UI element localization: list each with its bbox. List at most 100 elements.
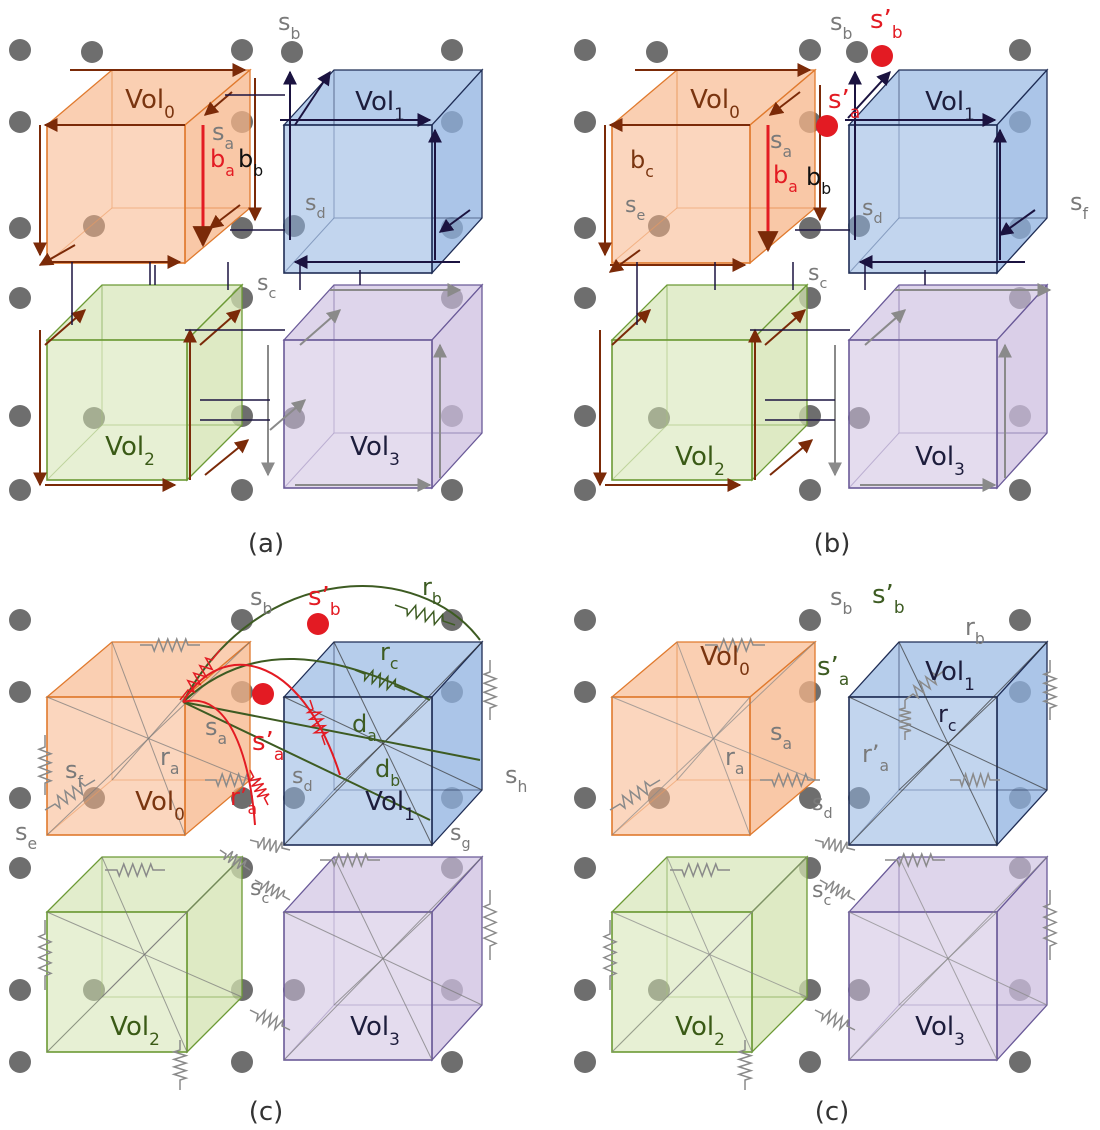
symbol-label-sub: c bbox=[823, 893, 831, 909]
symbol-label-sub: b bbox=[390, 772, 400, 790]
vol1-cube bbox=[847, 640, 1049, 847]
rb-resistor bbox=[394, 603, 456, 627]
symbol-label-base: r’ bbox=[862, 740, 880, 768]
symbol-label-base: r bbox=[160, 743, 170, 771]
volume-label-base: Vol bbox=[105, 432, 144, 462]
grid-node bbox=[281, 41, 303, 63]
volume-label-base: Vol bbox=[925, 87, 964, 117]
grid-node bbox=[574, 609, 596, 631]
symbol-label-sub: b bbox=[253, 162, 263, 180]
symbol-label-sub: a bbox=[839, 669, 849, 689]
resistor-spring bbox=[609, 779, 661, 811]
resistor-spring bbox=[819, 879, 856, 901]
boundary-arrow bbox=[611, 309, 652, 346]
volume-label-sub: 2 bbox=[149, 1029, 160, 1049]
grid-node bbox=[574, 479, 596, 501]
volume-label-base: Vol bbox=[125, 85, 164, 115]
symbol-label-base: s bbox=[250, 876, 261, 901]
resistor-spring bbox=[885, 851, 945, 869]
symbol-label-base: s bbox=[812, 791, 823, 816]
boundary-arrow bbox=[299, 309, 342, 346]
boundary-arrow bbox=[998, 209, 1036, 236]
symbol-label-base: s bbox=[305, 191, 316, 216]
grid-node bbox=[9, 405, 31, 427]
symbol-label-sub: b bbox=[894, 597, 905, 617]
resistor-spring bbox=[814, 836, 856, 854]
symbol-label: rb bbox=[422, 573, 442, 608]
symbol-label: s’b bbox=[872, 580, 905, 617]
grid-node bbox=[846, 41, 868, 63]
volume-label-base: Vol bbox=[915, 442, 954, 472]
grid-node bbox=[799, 1051, 821, 1073]
vol3-cube bbox=[847, 283, 1049, 490]
volume-label-base: Vol bbox=[350, 1012, 389, 1042]
grid-node bbox=[231, 479, 253, 501]
volume-label-base: Vol bbox=[355, 87, 394, 117]
grid-node bbox=[574, 681, 596, 703]
symbol-label-base: s bbox=[450, 821, 461, 846]
symbol-label-base: s bbox=[808, 261, 819, 286]
symbol-label: sc bbox=[257, 271, 276, 302]
symbol-label: rb bbox=[965, 613, 985, 648]
grid-node bbox=[799, 479, 821, 501]
symbol-label-base: s bbox=[770, 718, 783, 746]
vol2-cube bbox=[45, 283, 244, 482]
symbol-label-sub: b bbox=[330, 599, 341, 619]
grid-node bbox=[9, 857, 31, 879]
grid-node bbox=[9, 479, 31, 501]
symbol-label: sf bbox=[65, 756, 84, 791]
vol2-cube bbox=[610, 283, 809, 482]
symbol-label-sub: c bbox=[645, 163, 654, 181]
volume-label-sub: 0 bbox=[729, 102, 740, 122]
symbol-label-base: b bbox=[210, 145, 225, 173]
volume-label-vol1: Vol1 bbox=[365, 787, 415, 824]
panel-caption: (c) bbox=[249, 1097, 284, 1127]
symbol-label-base: b bbox=[238, 145, 253, 173]
symbol-label-sub: a bbox=[218, 730, 228, 748]
volume-label-base: Vol bbox=[675, 1012, 714, 1042]
symbol-label-sub: a bbox=[783, 143, 793, 161]
symbol-label-sub: a bbox=[170, 760, 180, 778]
symbol-label: sc bbox=[808, 261, 827, 292]
symbol-label: rc bbox=[938, 700, 956, 735]
volume-label-vol2: Vol2 bbox=[110, 1012, 160, 1049]
cube-front-face bbox=[283, 124, 433, 274]
cube-front-face bbox=[611, 696, 751, 836]
symbol-label-base: s bbox=[770, 126, 783, 154]
grid-node bbox=[574, 217, 596, 239]
grid-node bbox=[231, 609, 253, 631]
symbol-label-base: s bbox=[505, 761, 518, 789]
symbol-label-base: s bbox=[65, 756, 78, 784]
spa-resistor bbox=[179, 649, 221, 701]
cube-front-face bbox=[46, 124, 186, 264]
grid-node bbox=[441, 479, 463, 501]
symbol-label: r’a bbox=[862, 740, 889, 775]
symbol-label-base: d bbox=[375, 755, 390, 783]
symbol-label: s’b bbox=[308, 582, 341, 619]
symbol-label: s’a bbox=[252, 727, 284, 764]
volume-label-sub: 3 bbox=[389, 449, 400, 469]
boundary-arrow bbox=[769, 439, 814, 476]
cube-front-face bbox=[848, 911, 998, 1061]
volume-label-vol3: Vol3 bbox=[350, 1012, 400, 1049]
symbol-label: sh bbox=[505, 761, 527, 796]
volume-label-base: Vol bbox=[700, 642, 739, 672]
symbol-label-sub: d bbox=[303, 779, 312, 795]
volume-label-sub: 1 bbox=[964, 674, 975, 694]
grid-node bbox=[231, 39, 253, 61]
resistor-spring bbox=[760, 771, 820, 789]
volume-label-base: Vol bbox=[350, 432, 389, 462]
grid-node bbox=[574, 287, 596, 309]
symbol-label-base: s bbox=[812, 878, 823, 903]
boundary-arrow bbox=[204, 439, 250, 476]
volume-label-vol2: Vol2 bbox=[105, 432, 155, 469]
symbol-label: sb bbox=[250, 583, 273, 618]
grid-node bbox=[81, 41, 103, 63]
volume-label-base: Vol bbox=[135, 787, 174, 817]
symbol-label-sub: b bbox=[821, 180, 831, 198]
symbol-label: se bbox=[15, 818, 37, 853]
grid-node bbox=[441, 39, 463, 61]
grid-node bbox=[9, 681, 31, 703]
volume-label-base: Vol bbox=[690, 85, 729, 115]
symbol-label-base: r bbox=[380, 638, 390, 666]
